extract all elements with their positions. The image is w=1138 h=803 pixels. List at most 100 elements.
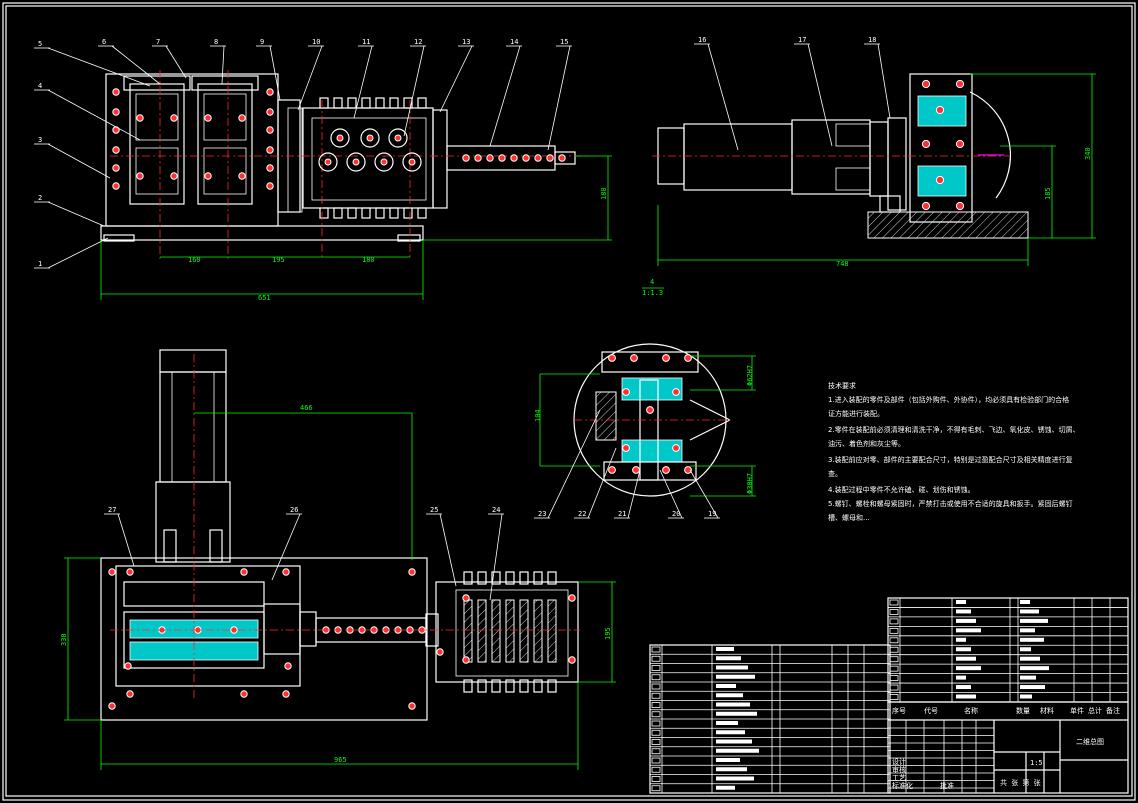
bolt-hole — [955, 201, 965, 211]
bolt-hole — [522, 154, 530, 162]
gear-circle — [318, 152, 338, 172]
gear-tooth — [319, 97, 329, 109]
part-callout-15: 15 — [560, 38, 568, 46]
part-callout-4: 4 — [38, 82, 42, 90]
rack-bar — [505, 599, 515, 663]
bolt-hole — [474, 154, 482, 162]
dim-104: 104 — [534, 409, 542, 422]
bolt-hole — [366, 134, 374, 142]
svg-text:油污、着色剂和灰尘等。: 油污、着色剂和灰尘等。 — [828, 439, 905, 448]
part-callout-26: 26 — [290, 506, 298, 514]
row-text-bar — [716, 684, 736, 688]
rack-tooth — [533, 679, 543, 693]
bolt-hole — [408, 568, 416, 576]
row-text-bar — [1020, 647, 1031, 652]
leader-line — [707, 43, 739, 151]
rack-tooth — [547, 679, 557, 693]
row-text-bar — [1020, 609, 1039, 614]
part-callout-7: 7 — [156, 38, 160, 46]
row-marker — [889, 646, 899, 653]
gear-circle — [374, 152, 394, 172]
bolt-hole — [170, 114, 178, 122]
dim-160: 160 — [188, 256, 201, 264]
rack-bar — [519, 599, 529, 663]
row-text-bar — [716, 785, 735, 790]
row-text-bar — [716, 693, 743, 698]
dim-340: 340 — [1084, 147, 1092, 160]
title-block: 二维总图 1:5 共 张 第 张 序号 代号 名称 数量 材料 单件 总计 备注… — [887, 701, 1129, 794]
leader-line — [587, 447, 617, 519]
dim-330: 330 — [60, 633, 68, 646]
svg-text:批准: 批准 — [940, 781, 954, 790]
svg-text:审核: 审核 — [892, 765, 906, 774]
gear-tooth — [375, 207, 385, 219]
leader-line — [877, 43, 891, 119]
bolt-hole — [204, 172, 212, 180]
bolt-hole — [240, 568, 248, 576]
row-marker — [651, 720, 661, 727]
row-text-bar — [956, 628, 981, 633]
leader-line — [111, 45, 161, 85]
gear-tooth — [389, 207, 399, 219]
bolt-hole — [462, 656, 470, 664]
bolt-hole — [486, 154, 494, 162]
bolt-hole — [672, 388, 680, 396]
bolt-hole — [498, 154, 506, 162]
leader-line — [165, 45, 187, 79]
leader-line — [403, 45, 425, 137]
leader-line — [47, 201, 105, 227]
row-text-bar — [716, 767, 747, 772]
row-text-bar — [956, 685, 971, 690]
bolt-hole — [684, 354, 692, 362]
leader-line — [47, 237, 109, 269]
row-text-bar — [716, 665, 748, 670]
row-marker — [651, 655, 661, 662]
rack-tooth — [463, 679, 473, 693]
bolt-hole — [108, 568, 116, 576]
bolt-hole — [266, 126, 274, 134]
rack-tooth — [519, 571, 529, 585]
gear-tooth — [347, 97, 357, 109]
svg-text:总计: 总计 — [1088, 706, 1102, 715]
bolt-hole — [955, 139, 965, 149]
rack-tooth — [505, 571, 515, 585]
part-callout-20: 20 — [672, 510, 680, 518]
bolt-hole — [124, 662, 132, 670]
row-marker — [889, 599, 899, 606]
bolt-hole — [238, 114, 246, 122]
bolt-hole — [608, 354, 616, 362]
bolt-hole — [662, 466, 670, 474]
row-text-bar — [956, 666, 981, 671]
rack-tooth — [477, 571, 487, 585]
parts-list-left — [649, 644, 891, 794]
gear-tooth — [417, 97, 427, 109]
rack-bar — [463, 599, 473, 663]
row-text-bar — [1020, 628, 1035, 633]
bolt-hole — [170, 172, 178, 180]
row-text-bar — [716, 647, 734, 651]
svg-text:证方能进行装配。: 证方能进行装配。 — [828, 409, 884, 418]
row-text-bar — [716, 730, 745, 735]
svg-text:槽、螺母和...: 槽、螺母和... — [828, 513, 870, 522]
leader-line — [117, 513, 135, 567]
row-marker — [651, 776, 661, 782]
gear-tooth — [333, 97, 343, 109]
bolt-hole — [935, 105, 945, 115]
row-marker — [651, 683, 661, 690]
sheet-label: 共 张 第 张 — [1000, 778, 1041, 787]
parts-list-right — [887, 597, 1129, 703]
bolt-hole — [662, 354, 670, 362]
row-text-bar — [956, 637, 966, 642]
part-callout-13: 13 — [462, 38, 470, 46]
roller-upper — [203, 93, 247, 141]
bolt-hole — [955, 79, 965, 89]
svg-text:5.螺钉、螺栓和螺母紧固时，严禁打击或使用不合适的旋具和扳手: 5.螺钉、螺栓和螺母紧固时，严禁打击或使用不合适的旋具和扳手。紧固后螺钉 — [828, 499, 1073, 508]
part-callout-8: 8 — [214, 38, 218, 46]
svg-text:设计: 设计 — [892, 757, 906, 766]
row-marker — [889, 694, 899, 700]
part-callout-12: 12 — [414, 38, 422, 46]
leader-line — [47, 47, 151, 87]
bolt-hole — [568, 594, 576, 602]
row-text-bar — [1020, 666, 1049, 671]
